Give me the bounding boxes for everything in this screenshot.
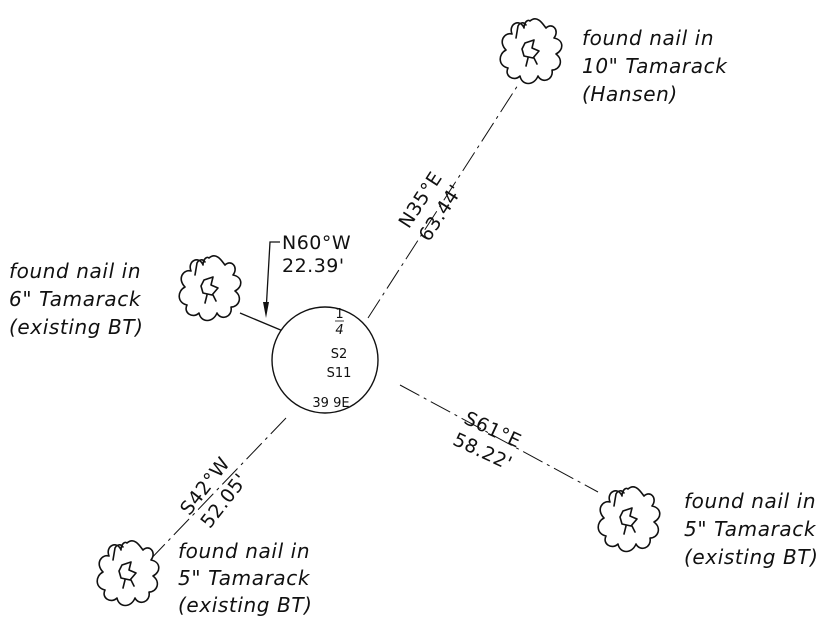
- leader-lines: [143, 84, 599, 567]
- tree-note-nw: found nail in 6" Tamarack (existing BT): [9, 259, 144, 339]
- note-line: 5" Tamarack: [684, 517, 817, 541]
- note-line: found nail in: [582, 26, 714, 50]
- note-line: 6" Tamarack: [9, 287, 142, 311]
- note-line: found nail in: [9, 259, 141, 283]
- monument-fraction-denominator: 4: [335, 323, 343, 338]
- note-line: (existing BT): [684, 545, 819, 569]
- leader-arrow-icon: [263, 302, 269, 318]
- tree-note-sw: found nail in 5" Tamarack (existing BT): [178, 539, 313, 617]
- note-line: found nail in: [684, 489, 816, 513]
- note-line: 10" Tamarack: [582, 54, 728, 78]
- corner-monument-icon: 1 4 S2 S11 39 9E: [271, 306, 379, 414]
- note-line: (Hansen): [582, 82, 678, 106]
- tree-note-se: found nail in 5" Tamarack (existing BT): [684, 489, 819, 569]
- tree-symbol-icon: [597, 486, 661, 553]
- note-line: found nail in: [178, 539, 310, 563]
- tree-symbol-icon: [96, 540, 160, 607]
- leader-line-ne: [367, 84, 519, 319]
- distance-nw: 22.39': [282, 255, 345, 277]
- tree-note-ne: found nail in 10" Tamarack (Hansen): [582, 26, 728, 106]
- leader-line-se: [399, 384, 599, 493]
- bearing-label-ne: N35°E 63.44': [395, 168, 468, 245]
- monument-section-b: S11: [327, 366, 352, 381]
- bearing-label-sw: S42°W 52.05': [176, 453, 252, 532]
- note-line: (existing BT): [9, 315, 144, 339]
- tree-symbol-icon: [178, 255, 242, 322]
- leader-line-nw: [239, 312, 284, 332]
- monument-township-range: 39 9E: [312, 396, 349, 411]
- note-line: (existing BT): [178, 593, 313, 617]
- bearing-label-se: S61°E 58.22': [449, 407, 524, 475]
- monument-section-a: S2: [331, 347, 348, 362]
- bearing-nw: N60°W: [282, 232, 351, 254]
- monument-fraction-numerator: 1: [335, 307, 343, 322]
- tree-symbol-icon: [499, 18, 563, 85]
- nw-callout-leader: [263, 241, 280, 318]
- note-line: 5" Tamarack: [178, 566, 311, 590]
